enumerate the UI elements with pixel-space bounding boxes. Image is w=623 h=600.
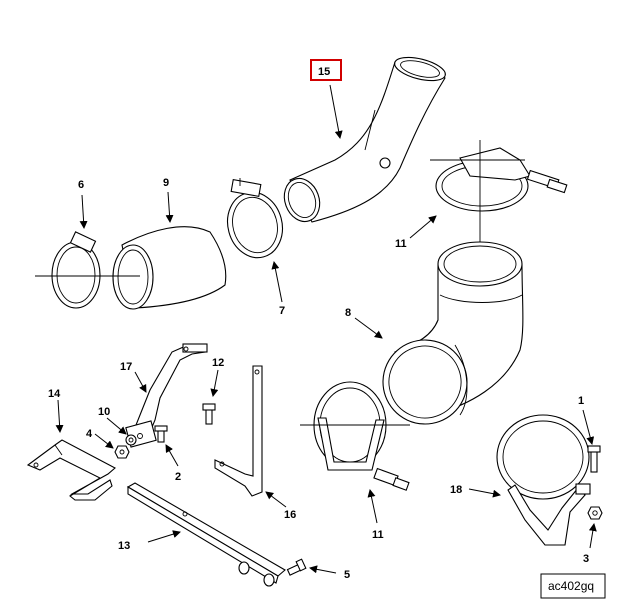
part-13-support-bar[interactable] <box>126 482 286 587</box>
figure-code: ac402gq <box>548 579 594 593</box>
callout-17[interactable]: 17 <box>120 361 132 373</box>
part-7-clamp[interactable] <box>220 178 289 264</box>
callout-18[interactable]: 18 <box>450 484 462 496</box>
callout-9[interactable]: 9 <box>163 177 169 189</box>
callout-labels: 15 6 9 7 11 8 17 12 14 10 4 2 16 13 5 11… <box>48 59 589 581</box>
part-9-elbow-hose[interactable] <box>112 226 227 310</box>
callout-7[interactable]: 7 <box>279 305 285 317</box>
highlight-box-15 <box>310 59 342 81</box>
callout-14[interactable]: 14 <box>48 388 61 400</box>
part-5-bolt[interactable] <box>286 558 307 576</box>
callout-2[interactable]: 2 <box>175 471 181 483</box>
part-6-clamp[interactable] <box>35 231 140 309</box>
callout-1[interactable]: 1 <box>578 395 584 407</box>
part-18-bracket-strap[interactable] <box>496 414 591 546</box>
callout-8[interactable]: 8 <box>345 307 351 319</box>
part-2-bolt[interactable] <box>154 425 168 443</box>
callout-12[interactable]: 12 <box>212 357 224 369</box>
part-14-mounting-bracket[interactable] <box>26 439 116 501</box>
callout-6[interactable]: 6 <box>78 179 84 191</box>
part-12-bolt[interactable] <box>202 403 216 425</box>
callout-10[interactable]: 10 <box>98 406 110 418</box>
part-11-upper-clamp[interactable] <box>430 140 568 265</box>
part-15-upper-tube[interactable] <box>279 53 448 226</box>
callout-3[interactable]: 3 <box>583 553 589 565</box>
part-10-washer[interactable] <box>125 434 137 446</box>
callout-5[interactable]: 5 <box>344 569 350 581</box>
part-3-nut[interactable] <box>587 506 603 520</box>
part-11-lower-clamp[interactable] <box>300 381 410 491</box>
part-1-bolt[interactable] <box>587 445 601 473</box>
figure-code-box: ac402gq <box>540 573 606 599</box>
callout-11-lower[interactable]: 11 <box>372 529 384 541</box>
part-8-large-elbow[interactable] <box>371 241 524 436</box>
callout-15[interactable]: 15 <box>318 66 330 78</box>
part-4-nut[interactable] <box>114 445 130 459</box>
callout-13[interactable]: 13 <box>118 540 130 552</box>
leader-lines <box>55 84 597 574</box>
part-17-bracket-arm[interactable] <box>125 343 208 448</box>
callout-4[interactable]: 4 <box>86 428 93 440</box>
part-16-vertical-bracket[interactable] <box>214 365 263 497</box>
callout-11-upper[interactable]: 11 <box>395 238 407 250</box>
callout-16[interactable]: 16 <box>284 509 296 521</box>
